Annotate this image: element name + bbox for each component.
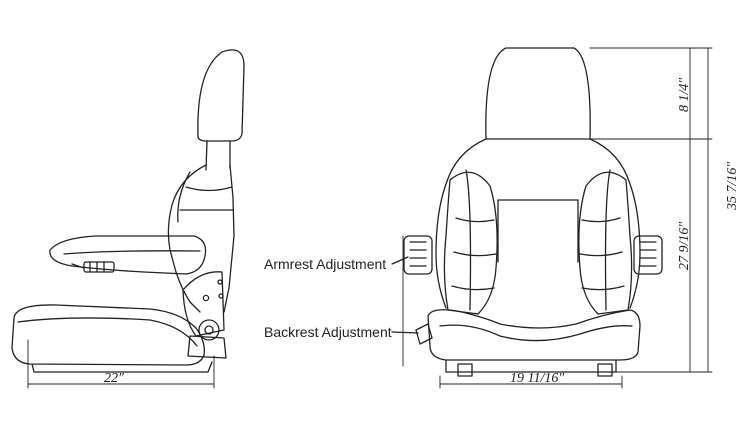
side-base [31,361,213,373]
backrest-callout-leader [391,331,419,334]
front-dimension-lines [402,47,713,389]
side-armrest [49,235,207,275]
plate-bolt [218,293,224,299]
side-backrest [167,164,207,313]
front-headrest [485,47,591,140]
plate-bolt [217,279,223,285]
front-base [445,359,617,373]
side-recline-plate [182,271,225,337]
front-center-panel [497,199,579,263]
armrest-callout-leader [391,256,409,265]
front-seat-cushion [427,309,641,361]
armrest-adjustment-label: Armrest Adjustment [264,256,386,272]
side-view [11,49,245,389]
front-right-bolster [578,171,633,315]
back-height-value: 27 9/16" [677,222,692,270]
plate-bolt [202,294,210,302]
front-left-armrest-knob [403,235,433,275]
side-depth-dimension [27,339,215,389]
front-base-foot [457,363,473,377]
front-left-bolster [443,171,498,315]
side-backrest-knob [198,319,220,341]
total-height-value: 35 7/16" [725,162,740,211]
side-headrest [197,49,245,142]
front-width-value: 19 11/16" [510,371,564,386]
front-backrest-knob [415,323,433,345]
armrest-adjust-knob [83,261,115,273]
front-backrest [435,138,641,309]
front-view [402,47,713,389]
side-depth-value: 22" [104,371,124,386]
side-hinge-block [187,335,227,359]
front-base-foot [597,363,613,377]
backrest-adjustment-label: Backrest Adjustment [264,324,392,340]
headrest-height-value: 8 1/4" [677,78,692,112]
front-right-armrest-knob [633,235,663,275]
side-seat-cushion [11,304,205,366]
side-headrest-post [205,140,231,171]
